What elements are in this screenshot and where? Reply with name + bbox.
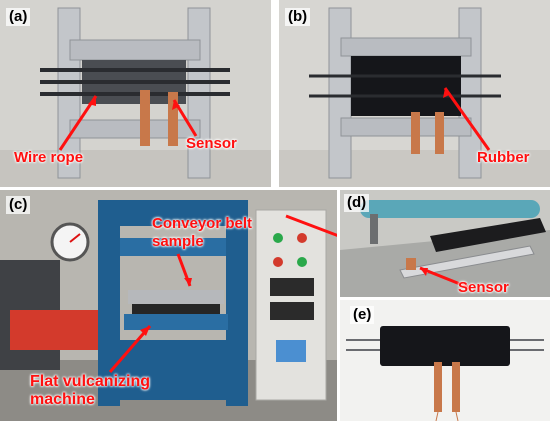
panel-c-label: (c) bbox=[6, 196, 31, 214]
conveyor-belt-annotation: Conveyor belt bbox=[152, 215, 253, 232]
panel-d-label: (d) bbox=[344, 194, 370, 212]
panel-c-photo bbox=[0, 190, 337, 421]
sensor-annotation-a: Sensor bbox=[186, 135, 237, 152]
panel-a-photo bbox=[0, 0, 271, 187]
panel-a: (a) Wire rope Sensor bbox=[0, 0, 271, 187]
panel-d-photo bbox=[340, 190, 550, 297]
panel-c: (c) Conveyor belt sample Flat vulcanizin… bbox=[0, 190, 337, 421]
panel-e-label: (e) bbox=[350, 306, 375, 324]
wire-rope-annotation: Wire rope bbox=[14, 149, 84, 166]
machine-annotation: machine bbox=[30, 391, 95, 408]
panel-b-photo bbox=[279, 0, 550, 187]
panel-d: (d) Sensor bbox=[340, 190, 550, 297]
flat-vulcanizing-annotation: Flat vulcanizing bbox=[30, 373, 151, 390]
panel-b-label: (b) bbox=[285, 8, 311, 26]
panel-e: (e) bbox=[340, 300, 550, 421]
panel-a-label: (a) bbox=[6, 8, 31, 26]
panel-e-photo bbox=[340, 300, 550, 421]
panel-b: (b) Rubber bbox=[279, 0, 550, 187]
sensor-annotation-d: Sensor bbox=[458, 279, 509, 296]
sample-annotation: sample bbox=[152, 233, 204, 250]
rubber-annotation: Rubber bbox=[477, 149, 530, 166]
